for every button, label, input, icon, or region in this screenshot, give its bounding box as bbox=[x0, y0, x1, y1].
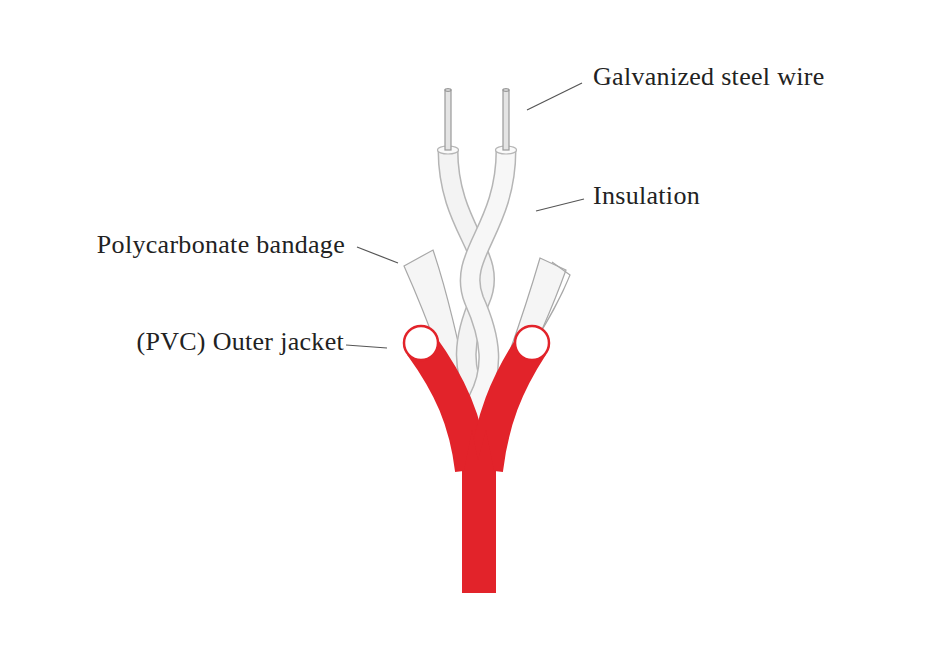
galvanized-steel-wire bbox=[445, 89, 509, 150]
part-label: Insulation bbox=[593, 181, 700, 211]
part-label: Galvanized steel wire bbox=[593, 62, 825, 92]
leader-lines bbox=[346, 83, 584, 348]
part-label: (PVC) Outer jacket bbox=[136, 327, 344, 357]
leader-line bbox=[527, 83, 582, 110]
part-label: Polycarbonate bandage bbox=[97, 230, 345, 260]
leader-line bbox=[346, 345, 387, 348]
leader-line bbox=[536, 199, 584, 211]
leader-line bbox=[357, 247, 398, 263]
pvc-outer-jacket bbox=[404, 326, 549, 593]
